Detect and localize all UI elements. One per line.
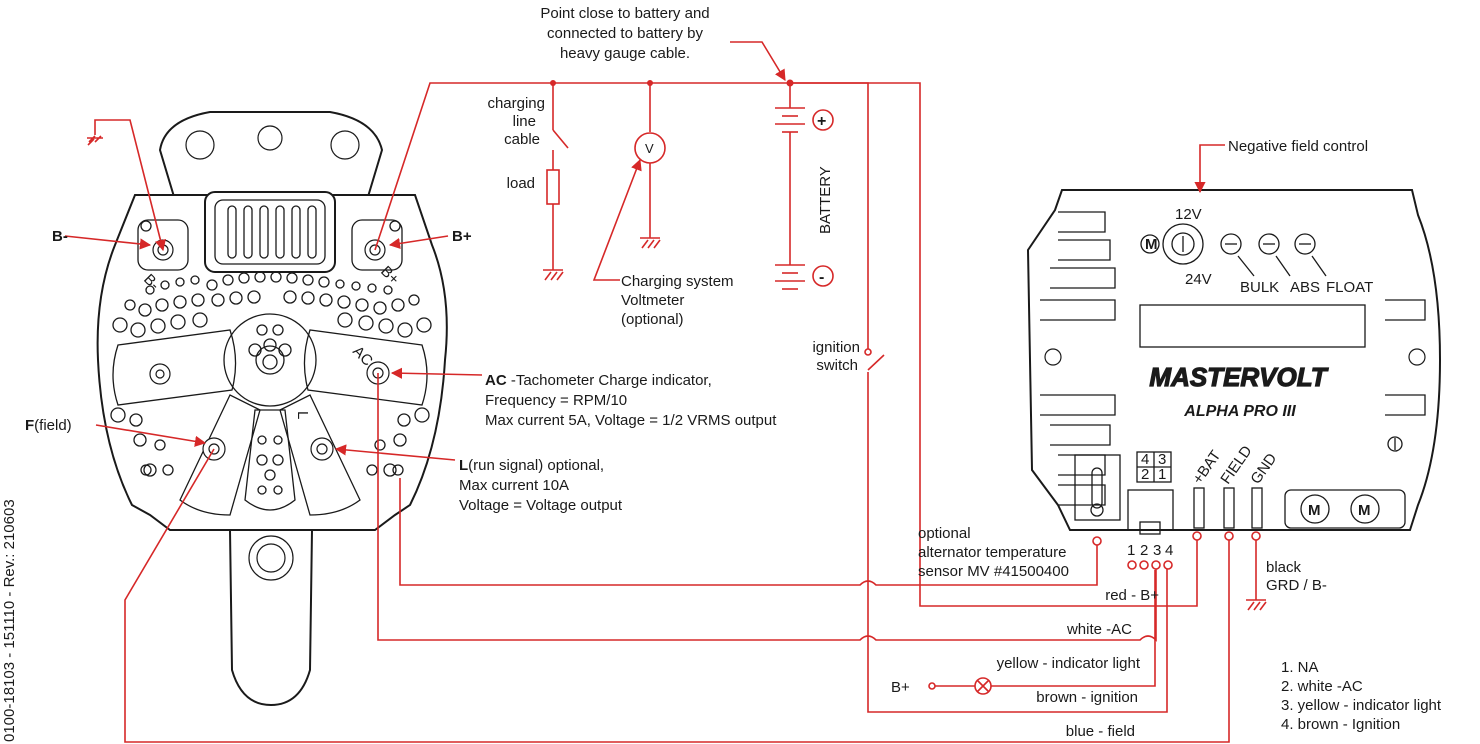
ac-label-bold: AC [485, 372, 507, 389]
labels: Point close to battery and connected to … [1, 5, 1442, 742]
temp-sensor-line1: optional [918, 525, 971, 542]
ignition-line2: switch [816, 357, 858, 374]
socket-logo-m-left: M [1308, 502, 1321, 519]
charging-line-1: charging [487, 95, 545, 112]
pin-2: 2 [1141, 466, 1149, 483]
controller-24v: 24V [1185, 271, 1212, 288]
l-line3: Voltage = Voltage output [459, 497, 623, 514]
field-label-bold: F [25, 417, 34, 434]
alternator-terminal-left [149, 363, 171, 385]
temp-sensor-line3: sensor MV #41500400 [918, 563, 1069, 580]
l-label-rest: (run signal) optional, [468, 457, 604, 474]
l-label: L(run signal) optional, [459, 457, 604, 474]
pin-4: 4 [1141, 451, 1149, 468]
pin-3: 3 [1158, 451, 1166, 468]
battery-point-line2: connected to battery by [547, 25, 703, 42]
ac-line2: Frequency = RPM/10 [485, 392, 627, 409]
voltmeter-symbol: V [645, 141, 654, 156]
battery-label: BATTERY [817, 166, 834, 234]
voltmeter-line2: Voltmeter [621, 292, 684, 309]
voltmeter-line1: Charging system [621, 273, 734, 290]
battery-point-line3: heavy gauge cable. [560, 45, 690, 62]
socket-logo-m-right: M [1358, 502, 1371, 519]
wiring: V + - [64, 41, 1267, 743]
stud-label-l: L [294, 411, 311, 419]
voltmeter-line3: (optional) [621, 311, 684, 328]
connector-number-2: 2 [1140, 542, 1148, 559]
black-gnd-line1: black [1266, 559, 1302, 576]
legend-1: 1. NA [1281, 659, 1319, 676]
pin-1: 1 [1158, 466, 1166, 483]
blue-field-label: blue - field [1066, 723, 1135, 740]
temp-sensor-line2: alternator temperature [918, 544, 1066, 561]
controller-logo-m: M [1145, 236, 1158, 253]
revision-label: 0100-18103 - 151110 - Rev.: 210603 [1, 499, 18, 742]
charging-line-2: line [513, 113, 536, 130]
controller-12v: 12V [1175, 206, 1202, 223]
battery-point-line1: Point close to battery and [540, 5, 709, 22]
red-bplus-label: red - B+ [1105, 587, 1159, 604]
field-label: F(field) [25, 417, 72, 434]
ac-label: AC -Tachometer Charge indicator, [485, 372, 712, 389]
legend-2: 2. white -AC [1281, 678, 1363, 695]
black-gnd-line2: GRD / B- [1266, 577, 1327, 594]
connector-numbers: 1 2 3 4 [1127, 542, 1173, 559]
load-label: load [507, 175, 535, 192]
controller-bulk: BULK [1240, 279, 1279, 296]
controller-brand: MASTERVOLT [1149, 362, 1328, 392]
alternator: B- B+ AC L [96, 111, 448, 707]
connector-number-4: 4 [1165, 542, 1173, 559]
bplus-source-label: B+ [891, 679, 910, 696]
l-line2: Max current 10A [459, 477, 569, 494]
controller-float: FLOAT [1326, 279, 1373, 296]
yellow-light-label: yellow - indicator light [997, 655, 1141, 672]
legend-3: 3. yellow - indicator light [1281, 697, 1442, 714]
charging-line-3: cable [504, 131, 540, 148]
ac-line3: Max current 5A, Voltage = 1/2 VRMS outpu… [485, 412, 777, 429]
negative-field-label: Negative field control [1228, 138, 1368, 155]
field-label-rest: (field) [34, 417, 72, 434]
b-minus-label: B- [52, 228, 68, 245]
battery-minus: - [819, 269, 824, 286]
b-plus-label: B+ [452, 228, 472, 245]
brown-ign-label: brown - ignition [1036, 689, 1138, 706]
white-ac-label: white -AC [1066, 621, 1132, 638]
ac-label-rest: -Tachometer Charge indicator, [507, 372, 712, 389]
alternator-terminal-l: L [294, 411, 334, 461]
alpha-pro-controller: 12V 24V M BULK ABS FLOAT MASTERVOLT ALPH… [1026, 189, 1442, 535]
battery-plus: + [817, 113, 826, 130]
ignition-line1: ignition [812, 339, 860, 356]
controller-abs: ABS [1290, 279, 1320, 296]
controller-model: ALPHA PRO III [1183, 403, 1296, 420]
legend-4: 4. brown - Ignition [1281, 716, 1400, 733]
connector-number-3: 3 [1153, 542, 1161, 559]
l-label-bold: L [459, 457, 468, 474]
connector-number-1: 1 [1127, 542, 1135, 559]
